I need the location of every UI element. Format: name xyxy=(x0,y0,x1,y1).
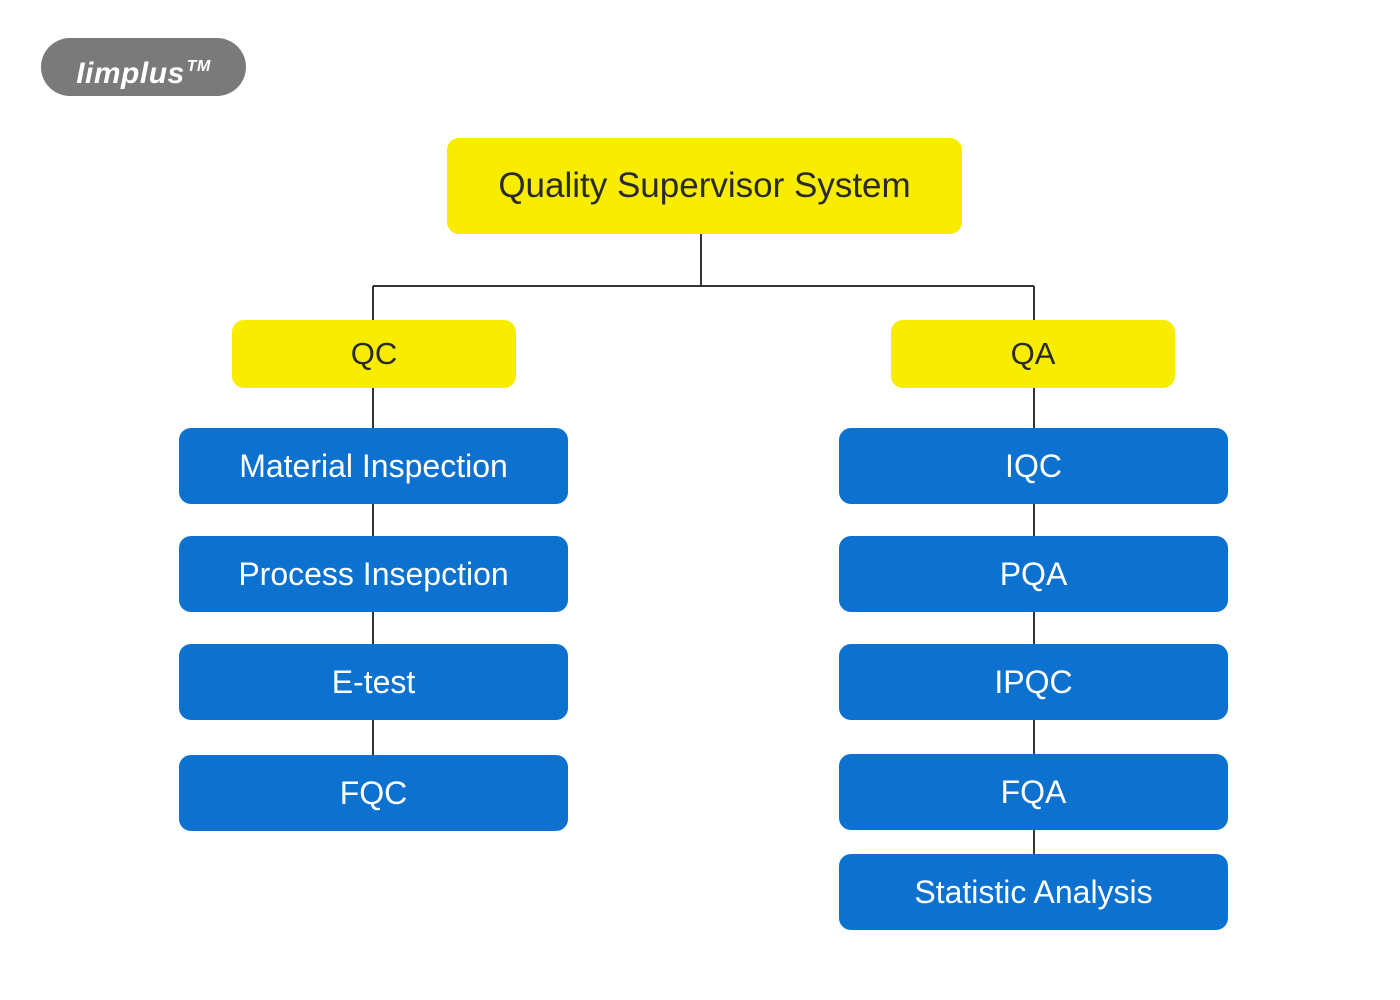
category-node-qc: QC xyxy=(232,320,516,388)
qa-item-iqc: IQC xyxy=(839,428,1228,504)
category-node-qa: QA xyxy=(891,320,1175,388)
qa-item-pqa: PQA xyxy=(839,536,1228,612)
qc-item-e-test: E-test xyxy=(179,644,568,720)
root-node-quality-supervisor-system: Quality Supervisor System xyxy=(447,138,962,234)
trademark-symbol: TM xyxy=(186,58,211,75)
brand-logo-text: Iimplus xyxy=(76,57,185,90)
qa-item-statistic-analysis: Statistic Analysis xyxy=(839,854,1228,930)
qa-item-ipqc: IPQC xyxy=(839,644,1228,720)
qa-item-fqa: FQA xyxy=(839,754,1228,830)
qc-item-material-inspection: Material Inspection xyxy=(179,428,568,504)
qc-item-process-inspection: Process Insepction xyxy=(179,536,568,612)
qc-item-fqc: FQC xyxy=(179,755,568,831)
